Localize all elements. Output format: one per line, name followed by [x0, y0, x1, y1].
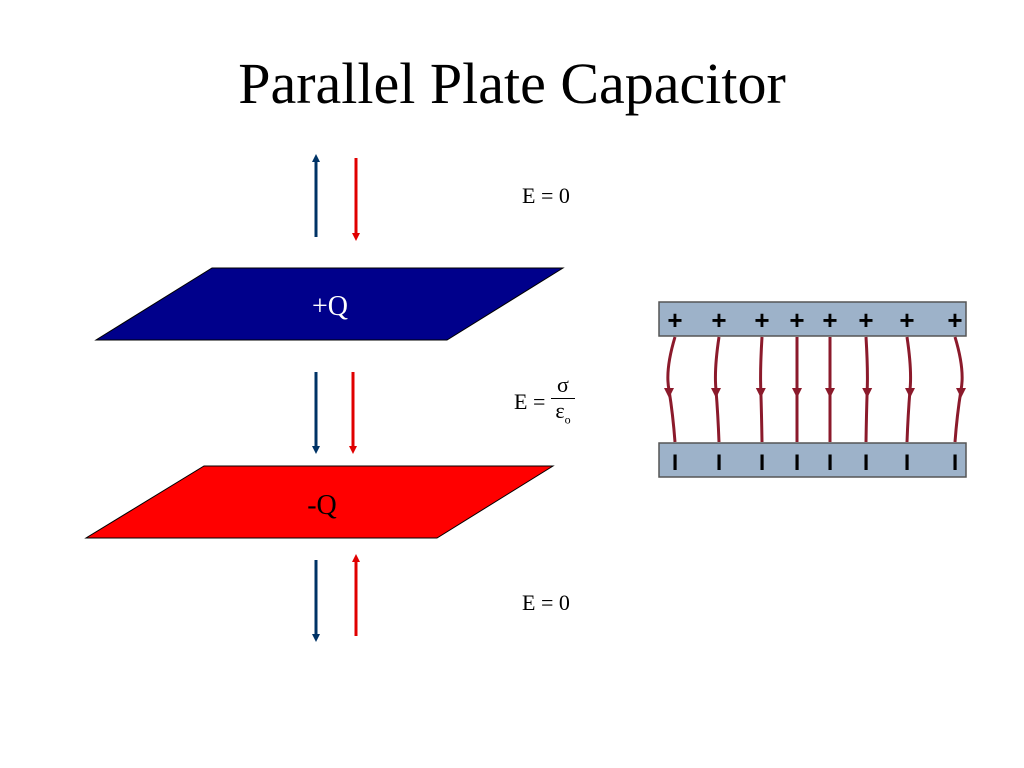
field-line-arrow-1 [664, 388, 674, 398]
equation-sigma: σ [551, 372, 575, 399]
negative-sign-3: I [759, 450, 765, 475]
side-view-top-signs: + + + + + + + + [667, 305, 962, 335]
equation-below: E = 0 [522, 590, 570, 616]
field-line-arrow-2 [711, 388, 721, 398]
negative-sign-8: I [952, 450, 958, 475]
equation-above: E = 0 [522, 183, 570, 209]
equation-between-lhs: E = [514, 388, 546, 414]
side-view-field-lines [664, 336, 966, 443]
side-view-top-plate [658, 301, 967, 337]
negative-sign-2: I [716, 450, 722, 475]
field-line-arrow-8 [956, 388, 966, 398]
positive-sign-2: + [711, 305, 726, 335]
positive-sign-7: + [899, 305, 914, 335]
field-line-arrow-4 [792, 388, 802, 398]
equation-below-text: E = 0 [522, 590, 570, 615]
positive-sign-6: + [858, 305, 873, 335]
field-line-arrow-7 [905, 388, 915, 398]
negative-sign-1: I [672, 450, 678, 475]
positive-sign-3: + [754, 305, 769, 335]
negative-sign-5: I [827, 450, 833, 475]
epsilon-subscript: o [564, 412, 571, 427]
bottom-plate-negative [84, 465, 555, 539]
positive-sign-5: + [822, 305, 837, 335]
field-line-arrow-5 [825, 388, 835, 398]
field-line-arrow-6 [862, 388, 873, 398]
top-plate-label: +Q [312, 291, 348, 322]
negative-sign-4: I [794, 450, 800, 475]
positive-sign-1: + [667, 305, 682, 335]
bottom-plate-label: -Q [307, 490, 337, 521]
epsilon-symbol: ε [555, 398, 565, 423]
top-plate-positive [94, 267, 565, 341]
slide-title: Parallel Plate Capacitor [238, 51, 786, 116]
positive-sign-8: + [947, 305, 962, 335]
side-view-bottom-plate [658, 442, 967, 478]
equation-epsilon: εo [551, 399, 574, 431]
field-line-arrow-3 [755, 388, 766, 398]
equation-above-text: E = 0 [522, 183, 570, 208]
negative-sign-6: I [863, 450, 869, 475]
negative-sign-7: I [904, 450, 910, 475]
positive-sign-4: + [789, 305, 804, 335]
